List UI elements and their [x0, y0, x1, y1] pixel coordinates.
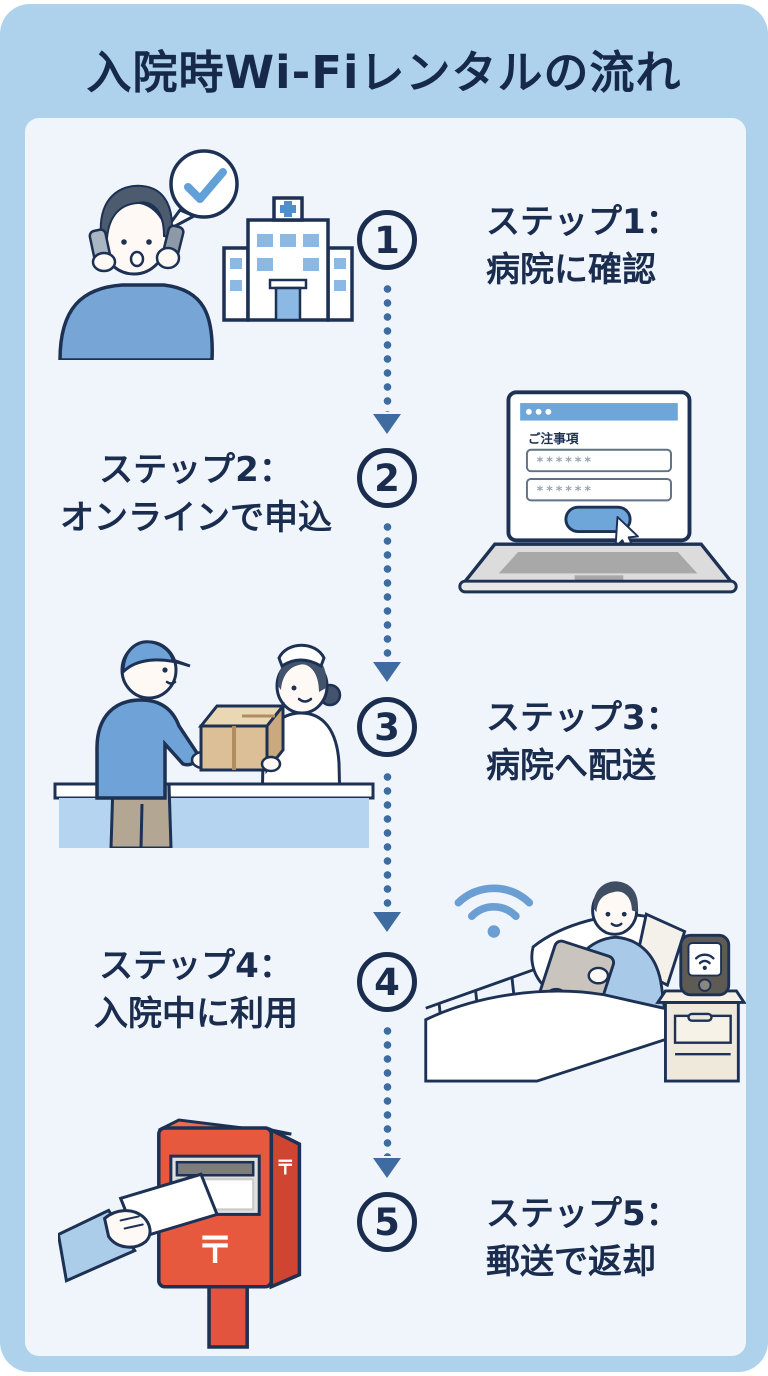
step-1-label: ステップ1： 病院に確認: [486, 198, 680, 295]
step-1-label-line2: 病院に確認: [486, 250, 656, 291]
step-4-label: ステップ4： 入院中に利用: [22, 942, 370, 1039]
wifi-icon: [454, 884, 534, 938]
flow-arrow-1: [371, 282, 403, 434]
laptop-online-form-illustration: ご注事項 ****** ******: [452, 386, 744, 606]
step-5-number-badge: 5: [357, 1192, 417, 1252]
parcel-box-icon: [197, 701, 287, 775]
blanket: [424, 989, 678, 1083]
step-3-number: 3: [374, 705, 400, 749]
poster-title: 入院時Wi-Fiレンタルの流れ: [86, 46, 682, 99]
flow-arrow-2: [371, 520, 403, 682]
hospital-building-icon: [222, 196, 354, 322]
postal-mark-side: 〒: [276, 1157, 295, 1179]
form-field-2: [525, 477, 672, 502]
postal-mark-front: 〒: [197, 1229, 233, 1272]
form-heading: ご注事項: [528, 431, 579, 446]
checkmark-bubble-icon: [162, 149, 239, 234]
flow-arrow-4: [371, 1024, 403, 1178]
step-2-number-badge: 2: [357, 448, 417, 508]
step-5-label-line2: 郵送で返却: [486, 1242, 656, 1283]
step-5-label: ステップ5： 郵送で返却: [486, 1190, 680, 1287]
laptop-icon: ご注事項 ****** ******: [458, 390, 738, 594]
step-1-number-badge: 1: [357, 210, 417, 270]
step-4-label-line2: 入院中に利用: [94, 994, 298, 1035]
flow-arrow-3: [371, 770, 403, 932]
mail-return-postbox-illustration: 〒 〒: [58, 1116, 350, 1352]
step-3-label: ステップ3： 病院へ配送: [486, 694, 680, 791]
delivery-to-nurse-illustration: [48, 598, 380, 848]
person-on-phone: [58, 184, 214, 360]
step-1-label-line1: ステップ1：: [486, 202, 680, 242]
step-4-number-badge: 4: [357, 952, 417, 1012]
form-field-1: [525, 448, 672, 473]
step-1-number: 1: [374, 218, 400, 262]
arrow-down-icon: [373, 414, 401, 434]
dotted-line: [382, 282, 392, 412]
dotted-line: [382, 520, 392, 660]
dotted-line: [382, 770, 392, 910]
pocket-wifi-router-icon: [679, 933, 731, 997]
hand-with-envelope: [58, 1172, 220, 1283]
step-2-number: 2: [374, 456, 400, 500]
dotted-line: [382, 1024, 392, 1156]
step-5-number: 5: [374, 1200, 400, 1244]
phone-call-hospital-illustration: [52, 140, 372, 360]
step-3-label-line2: 病院へ配送: [486, 746, 656, 787]
submit-button-graphic: [564, 505, 632, 533]
step-4-label-line1: ステップ4：: [99, 946, 293, 986]
step-3-label-line1: ステップ3：: [486, 698, 680, 738]
step-4-number: 4: [374, 960, 400, 1004]
step-2-label-line1: ステップ2：: [99, 450, 293, 490]
arrow-down-icon: [373, 662, 401, 682]
patient-in-bed-wifi-illustration: [420, 846, 746, 1086]
step-3-number-badge: 3: [357, 697, 417, 757]
form-field-1-value: ******: [537, 453, 594, 468]
step-2-label-line2: オンラインで申込: [60, 498, 332, 539]
bedside-table: [655, 989, 746, 1083]
arrow-down-icon: [373, 912, 401, 932]
form-field-2-value: ******: [537, 483, 594, 498]
postbox-icon: 〒 〒: [157, 1118, 302, 1349]
step-2-label: ステップ2： オンラインで申込: [22, 446, 370, 543]
step-5-label-line1: ステップ5：: [486, 1194, 680, 1234]
arrow-down-icon: [373, 1158, 401, 1178]
